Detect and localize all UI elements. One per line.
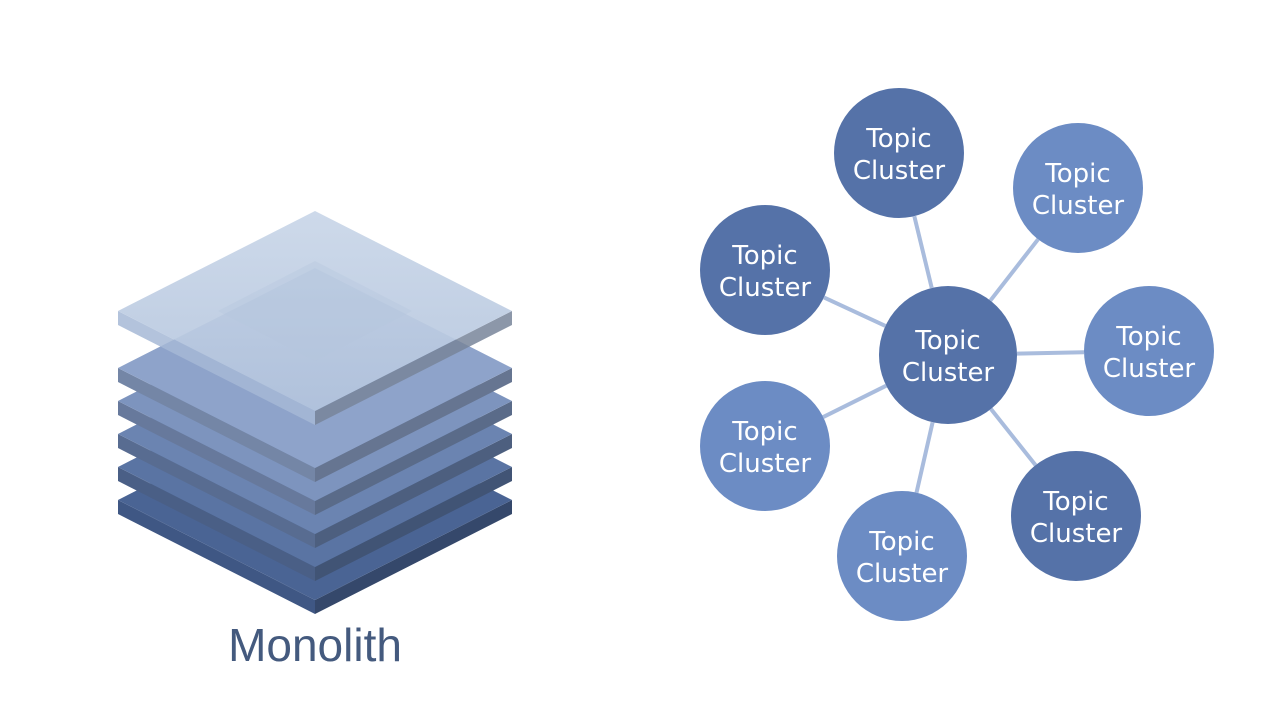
node-circle bbox=[700, 381, 830, 511]
connector-line bbox=[1016, 350, 1085, 356]
node-label-line2: Cluster bbox=[1032, 191, 1125, 221]
connector-line bbox=[912, 215, 934, 289]
monolith-label: Monolith bbox=[228, 619, 402, 671]
monolith-top-layer bbox=[118, 211, 512, 425]
node-circle bbox=[700, 205, 830, 335]
node-label-line1: Topic bbox=[1042, 487, 1108, 517]
node-label-line2: Cluster bbox=[902, 358, 995, 388]
node-label-line1: Topic bbox=[865, 124, 931, 154]
node-label-line2: Cluster bbox=[1030, 519, 1123, 549]
node-label-line2: Cluster bbox=[856, 559, 949, 589]
connector-line bbox=[988, 238, 1040, 302]
node-circle bbox=[834, 88, 964, 218]
node-label-line2: Cluster bbox=[853, 156, 946, 186]
node-label-line1: Topic bbox=[1044, 159, 1110, 189]
connector-line bbox=[822, 383, 888, 419]
monolith-stack bbox=[118, 211, 512, 614]
node-label-line1: Topic bbox=[731, 241, 797, 271]
node-label-line2: Cluster bbox=[1103, 354, 1196, 384]
node-circle bbox=[879, 286, 1017, 424]
node-label-line2: Cluster bbox=[719, 273, 812, 303]
node-label-line2: Cluster bbox=[719, 449, 812, 479]
node-circle bbox=[1013, 123, 1143, 253]
node-circle bbox=[1084, 286, 1214, 416]
connector-line bbox=[914, 421, 935, 494]
node-circle bbox=[837, 491, 967, 621]
node-label-line1: Topic bbox=[1115, 322, 1181, 352]
node-label-line1: Topic bbox=[914, 326, 980, 356]
connectors bbox=[822, 215, 1085, 494]
connector-line bbox=[989, 407, 1038, 467]
node-label-line1: Topic bbox=[868, 527, 934, 557]
node-label-line1: Topic bbox=[731, 417, 797, 447]
connector-line bbox=[823, 295, 887, 328]
node-circle bbox=[1011, 451, 1141, 581]
